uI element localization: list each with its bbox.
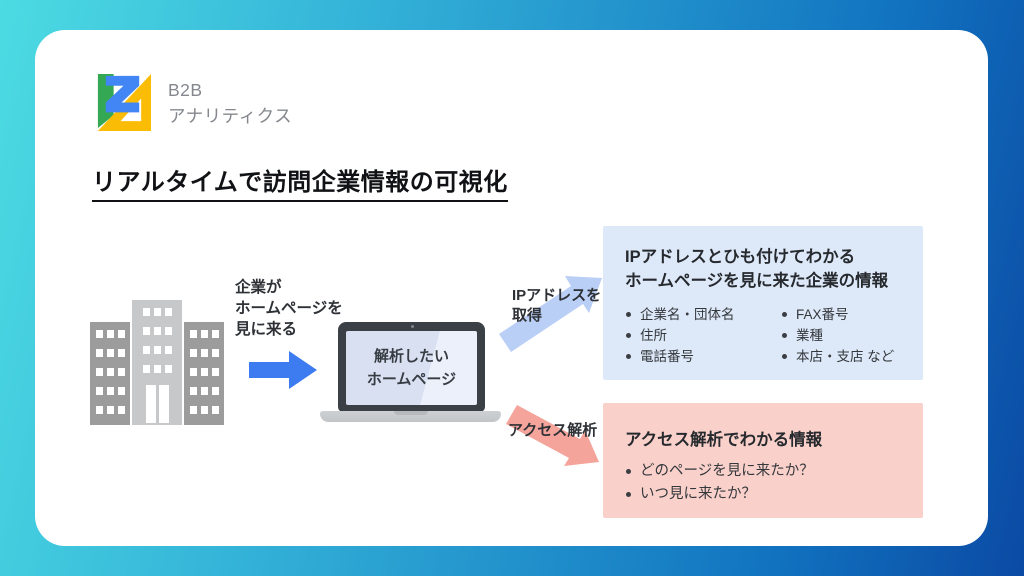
ip-info-box-columns: 企業名・団体名 住所 電話番号 FAX番号 業種 本店・支店 など bbox=[625, 304, 901, 367]
bullet-dot bbox=[626, 354, 631, 359]
list-item-label: 企業名・団体名 bbox=[640, 307, 735, 322]
laptop-screen: 解析したい ホームページ bbox=[346, 331, 477, 405]
list-item-label: FAX番号 bbox=[796, 307, 849, 322]
laptop-illustration: 解析したい ホームページ bbox=[338, 322, 485, 412]
b2b-logo-icon bbox=[97, 73, 151, 131]
logo-line2: アナリティクス bbox=[168, 106, 293, 126]
ip-capture-arrow-icon bbox=[499, 276, 602, 352]
bullet-dot bbox=[626, 492, 631, 497]
list-item: 住所 bbox=[625, 325, 781, 346]
bullet-dot bbox=[782, 333, 787, 338]
list-item: 電話番号 bbox=[625, 346, 781, 367]
bullet-dot bbox=[626, 333, 631, 338]
list-item-label: どのページを見に来たか？ bbox=[640, 463, 814, 479]
access-info-box-heading: アクセス解析でわかる情報 bbox=[625, 431, 823, 449]
visitor-flow-label: 企業が ホームページを 見に来る bbox=[235, 279, 343, 338]
list-item: 企業名・団体名 bbox=[625, 304, 781, 325]
slide-card: B2B アナリティクス リアルタイムで訪問企業情報の可視化 企業が ホームページ… bbox=[35, 30, 988, 546]
access-analysis-arrow-icon bbox=[506, 405, 599, 466]
access-analysis-label: アクセス解析 bbox=[508, 422, 598, 439]
bullet-dot bbox=[626, 312, 631, 317]
list-item-label: 本店・支店 など bbox=[796, 349, 895, 364]
list-item: 本店・支店 など bbox=[781, 346, 894, 367]
list-item-label: 住所 bbox=[640, 328, 667, 343]
ip-info-right-column: FAX番号 業種 本店・支店 など bbox=[781, 304, 894, 367]
visit-arrow-icon bbox=[249, 351, 317, 389]
bullet-dot bbox=[782, 312, 787, 317]
bullet-dot bbox=[626, 469, 631, 474]
office-building-icon bbox=[90, 300, 224, 425]
logo-line1: B2B bbox=[168, 80, 203, 100]
list-item: いつ見に来たか？ bbox=[625, 483, 901, 506]
logo-wordmark: B2B アナリティクス bbox=[168, 77, 292, 129]
ip-capture-label: IPアドレスを 取得 bbox=[512, 287, 602, 324]
ip-info-box: IPアドレスとひも付けてわかる ホームページを見に来た企業の情報 企業名・団体名… bbox=[603, 226, 923, 380]
access-info-box: アクセス解析でわかる情報 どのページを見に来たか？ いつ見に来たか？ bbox=[603, 403, 923, 518]
page-title: リアルタイムで訪問企業情報の可視化 bbox=[92, 162, 508, 202]
list-item-label: いつ見に来たか？ bbox=[640, 486, 756, 502]
list-item-label: 電話番号 bbox=[640, 349, 694, 364]
laptop-screen-label: 解析したい ホームページ bbox=[366, 348, 457, 388]
ip-info-left-column: 企業名・団体名 住所 電話番号 bbox=[625, 304, 781, 367]
list-item-label: 業種 bbox=[796, 328, 823, 343]
list-item: どのページを見に来たか？ bbox=[625, 460, 901, 483]
list-item: 業種 bbox=[781, 325, 894, 346]
laptop-base-notch bbox=[393, 411, 428, 415]
list-item: FAX番号 bbox=[781, 304, 894, 325]
laptop-webcam-dot bbox=[410, 325, 414, 328]
laptop-base bbox=[320, 411, 501, 422]
bullet-dot bbox=[782, 354, 787, 359]
ip-info-box-heading: IPアドレスとひも付けてわかる ホームページを見に来た企業の情報 bbox=[625, 248, 889, 290]
